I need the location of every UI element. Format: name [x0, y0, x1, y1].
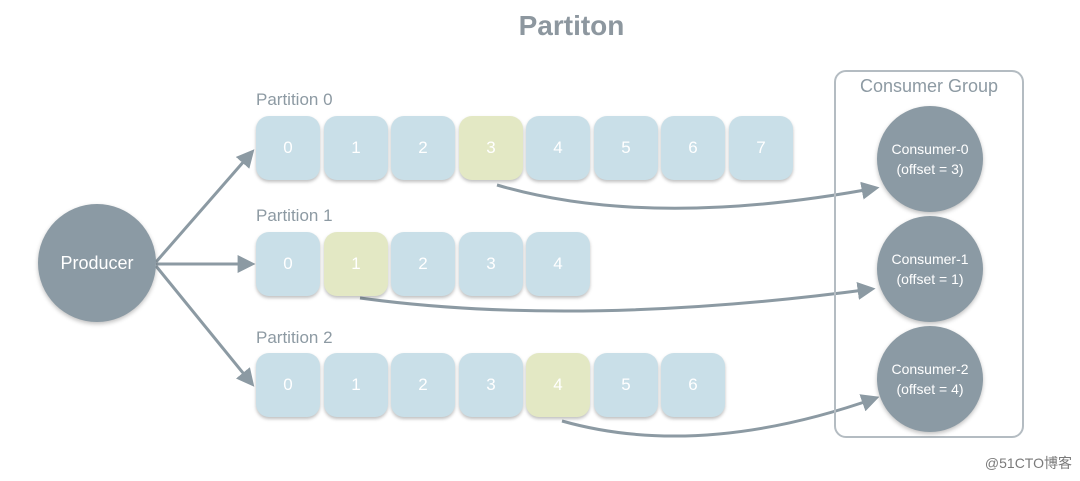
- consumer-1-node: Consumer-1 (offset = 1): [877, 216, 983, 322]
- partition-2-label: Partition 2: [256, 328, 333, 347]
- partition-0-offset-1: 1: [324, 116, 388, 180]
- partition-2-offset-4-current: 4: [526, 353, 590, 417]
- partition-0-offset-2: 2: [391, 116, 455, 180]
- producer-label: Producer: [60, 252, 134, 273]
- partition-2-offset-5: 5: [594, 353, 658, 417]
- producer-to-partition-0-arrow: [154, 149, 255, 263]
- diagram-title: Partiton: [518, 10, 625, 41]
- partition-2-offset-3: 3: [459, 353, 523, 417]
- partition-2-offset-0: 0: [256, 353, 320, 417]
- consumer-group-box: [834, 70, 1024, 438]
- partition-0-offset-0: 0: [256, 116, 320, 180]
- partition-1-to-consumer-1-arrow: [359, 281, 876, 313]
- partition-2-to-consumer-2-arrow: [561, 394, 880, 438]
- consumer-0-offset: (offset = 3): [896, 161, 964, 177]
- consumer-2-node: Consumer-2 (offset = 4): [877, 326, 983, 432]
- partition-0-to-consumer-0-arrow: [496, 181, 880, 210]
- consumer-2-name: Consumer-2: [891, 361, 969, 377]
- partition-1-offset-1-current: 1: [324, 232, 388, 296]
- producer-node: Producer: [38, 204, 156, 322]
- partition-1-offset-4: 4: [526, 232, 590, 296]
- partition-0-offset-7: 7: [729, 116, 793, 180]
- consumer-0-node: Consumer-0 (offset = 3): [877, 106, 983, 212]
- partition-2-offset-1: 1: [324, 353, 388, 417]
- partition-0-offset-4: 4: [526, 116, 590, 180]
- consumer-1-name: Consumer-1: [891, 251, 969, 267]
- watermark: @51CTO博客: [984, 455, 1072, 471]
- consumer-2-offset: (offset = 4): [896, 381, 964, 397]
- partition-2-offset-6: 6: [661, 353, 725, 417]
- partition-2-offset-2: 2: [391, 353, 455, 417]
- consumer-1-offset: (offset = 1): [896, 271, 964, 287]
- consumer-0-name: Consumer-0: [891, 141, 969, 157]
- partition-0-offset-5: 5: [594, 116, 658, 180]
- partition-1-offset-3: 3: [459, 232, 523, 296]
- partition-1-label: Partition 1: [256, 206, 333, 225]
- partition-1-offset-2: 2: [391, 232, 455, 296]
- producer-to-partition-2-arrow: [154, 265, 255, 387]
- partition-0-label: Partition 0: [256, 90, 333, 109]
- partition-0-offset-3-current: 3: [459, 116, 523, 180]
- partition-1-offset-0: 0: [256, 232, 320, 296]
- partition-0-offset-6: 6: [661, 116, 725, 180]
- consumer-group-label: Consumer Group: [859, 76, 999, 96]
